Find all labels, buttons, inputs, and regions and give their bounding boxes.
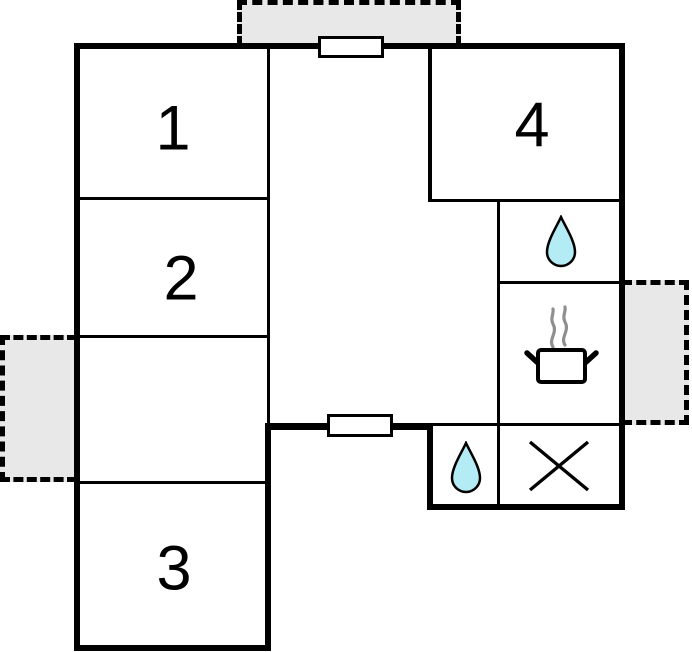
interior-wall-room3-top — [80, 481, 267, 484]
interior-wall-bath-kitchen — [500, 281, 619, 284]
interior-wall-hall-left — [267, 46, 270, 426]
interior-wall-room4-bottom — [432, 199, 619, 202]
exterior-wall-left — [74, 43, 80, 651]
terrace-right — [622, 280, 689, 425]
exterior-wall-wing-bottom — [74, 645, 271, 651]
interior-wall-bath-column-left — [497, 202, 500, 504]
room-1-label: 1 — [155, 93, 191, 164]
interior-wall-bath-row-top — [433, 423, 619, 426]
terrace-left — [0, 335, 77, 482]
room-3-label: 3 — [156, 533, 192, 604]
exterior-wall-bath-left — [427, 423, 433, 510]
window-top — [318, 36, 384, 58]
interior-wall-room4-left — [428, 46, 432, 202]
water-drop-icon — [449, 439, 483, 499]
interior-wall-room2-bottom — [80, 335, 267, 338]
cross-icon — [527, 439, 591, 498]
water-drop-icon — [544, 213, 578, 273]
room-2-label: 2 — [163, 243, 199, 314]
stove-pot-icon — [520, 303, 604, 396]
room-4-label: 4 — [514, 90, 550, 161]
exterior-wall-right — [619, 43, 625, 510]
exterior-wall-wing-right — [265, 423, 271, 651]
window-middle — [327, 414, 393, 437]
exterior-wall-bath-bottom — [427, 504, 625, 510]
interior-wall-room1-room2 — [80, 197, 267, 200]
